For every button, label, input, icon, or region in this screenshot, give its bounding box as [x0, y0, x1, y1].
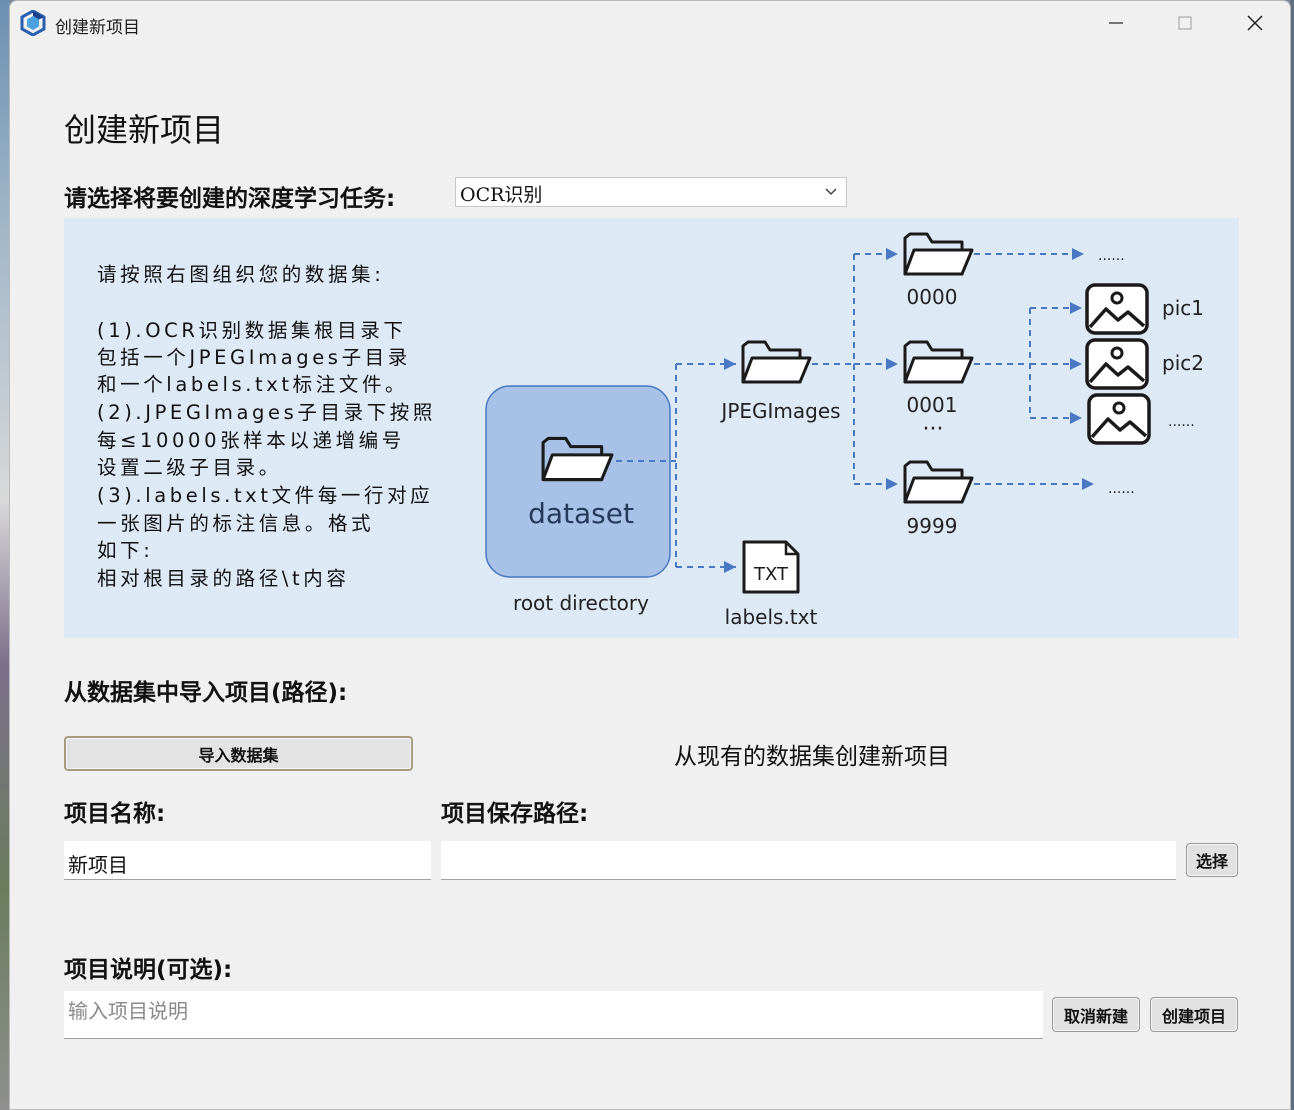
task-select-label: 请选择将要创建的深度学习任务: — [64, 186, 396, 212]
image-icon — [1087, 393, 1151, 445]
task-type-value: OCR识别 — [460, 184, 543, 206]
subfolder-0001-label: 0001 — [907, 393, 958, 417]
close-button[interactable] — [1232, 7, 1278, 39]
maximize-button[interactable] — [1162, 7, 1208, 39]
instruction-line: 设置二级子目录。 — [97, 456, 282, 479]
project-description-label: 项目说明(可选): — [64, 957, 233, 983]
project-path-label: 项目保存路径: — [441, 801, 589, 827]
project-path-input[interactable] — [441, 841, 1176, 880]
folder-icon — [741, 340, 812, 384]
pic2-label: pic2 — [1162, 351, 1204, 375]
folder-icon — [903, 460, 974, 504]
jpegimages-label: JPEGImages — [719, 399, 840, 423]
title-bar[interactable]: 创建新项目 — [10, 1, 1290, 45]
image-icon — [1085, 283, 1149, 335]
project-description-input[interactable]: 输入项目说明 — [64, 991, 1043, 1039]
root-directory-box — [485, 385, 671, 578]
instruction-line: (3).labels.txt文件每一行对应 — [97, 484, 434, 507]
directory-tree-graphic: dataset root directory — [485, 232, 1204, 629]
page-title: 创建新项目 — [64, 111, 225, 149]
labels-file-label: labels.txt — [725, 605, 818, 629]
instruction-line: 相对根目录的路径\t内容 — [97, 567, 350, 590]
instruction-line: 每≤10000张样本以递增编号 — [97, 429, 405, 452]
choose-path-button[interactable]: 选择 — [1186, 843, 1238, 877]
folder-icon — [903, 340, 974, 384]
project-description-placeholder: 输入项目说明 — [68, 999, 188, 1023]
instruction-line: (1).OCR识别数据集根目录下 — [97, 319, 407, 342]
desktop-background-right — [1290, 0, 1294, 1110]
instruction-line: 包括一个JPEGImages子目录 — [97, 346, 411, 369]
project-name-input[interactable]: 新项目 — [64, 841, 431, 880]
subfolder-0000-more: ...... — [1098, 248, 1125, 264]
subfolder-9999-label: 9999 — [907, 514, 958, 538]
root-caption: root directory — [513, 591, 649, 615]
create-project-button[interactable]: 创建项目 — [1150, 997, 1238, 1032]
close-icon — [1247, 15, 1263, 31]
txt-icon-label: TXT — [753, 564, 789, 585]
minimize-icon — [1109, 22, 1123, 24]
dataset-structure-diagram: 请按照右图组织您的数据集: (1).OCR识别数据集根目录下 包括一个JPEGI… — [64, 218, 1239, 638]
instruction-line: 和一个labels.txt标注文件。 — [97, 373, 409, 396]
instruction-line: 一张图片的标注信息。格式 — [97, 512, 375, 535]
chevron-down-icon — [825, 188, 837, 195]
image-icon — [1085, 338, 1149, 390]
cancel-button[interactable]: 取消新建 — [1052, 997, 1140, 1032]
task-type-select[interactable]: OCR识别 — [455, 177, 847, 207]
folder-icon — [903, 232, 974, 276]
project-name-label: 项目名称: — [64, 801, 166, 827]
create-project-dialog: 创建新项目 创建新项目 请选择将要创建的深度学习任务: OCR识别 请按照右图组… — [9, 0, 1291, 1110]
desktop-background — [0, 0, 10, 1110]
instruction-line: 如下: — [97, 539, 154, 562]
instruction-line: 请按照右图组织您的数据集: — [97, 263, 385, 286]
txt-file-icon: TXT — [742, 540, 800, 594]
subfolder-0000-label: 0000 — [907, 285, 958, 309]
import-dataset-button[interactable]: 导入数据集 — [64, 736, 413, 771]
pics-more: ...... — [1168, 414, 1195, 430]
subfolder-9999-more: ...... — [1108, 481, 1135, 497]
import-hint-text: 从现有的数据集创建新项目 — [674, 744, 950, 770]
minimize-button[interactable] — [1093, 7, 1139, 39]
instruction-line: (2).JPEGImages子目录下按照 — [97, 401, 436, 424]
pic1-label: pic1 — [1162, 296, 1204, 320]
app-logo-icon — [20, 9, 46, 37]
maximize-icon — [1178, 16, 1192, 30]
import-section-label: 从数据集中导入项目(路径): — [64, 680, 348, 706]
root-label: dataset — [528, 497, 634, 530]
window-title: 创建新项目 — [55, 18, 140, 38]
subfolder-ellipsis: ··· — [923, 417, 944, 442]
